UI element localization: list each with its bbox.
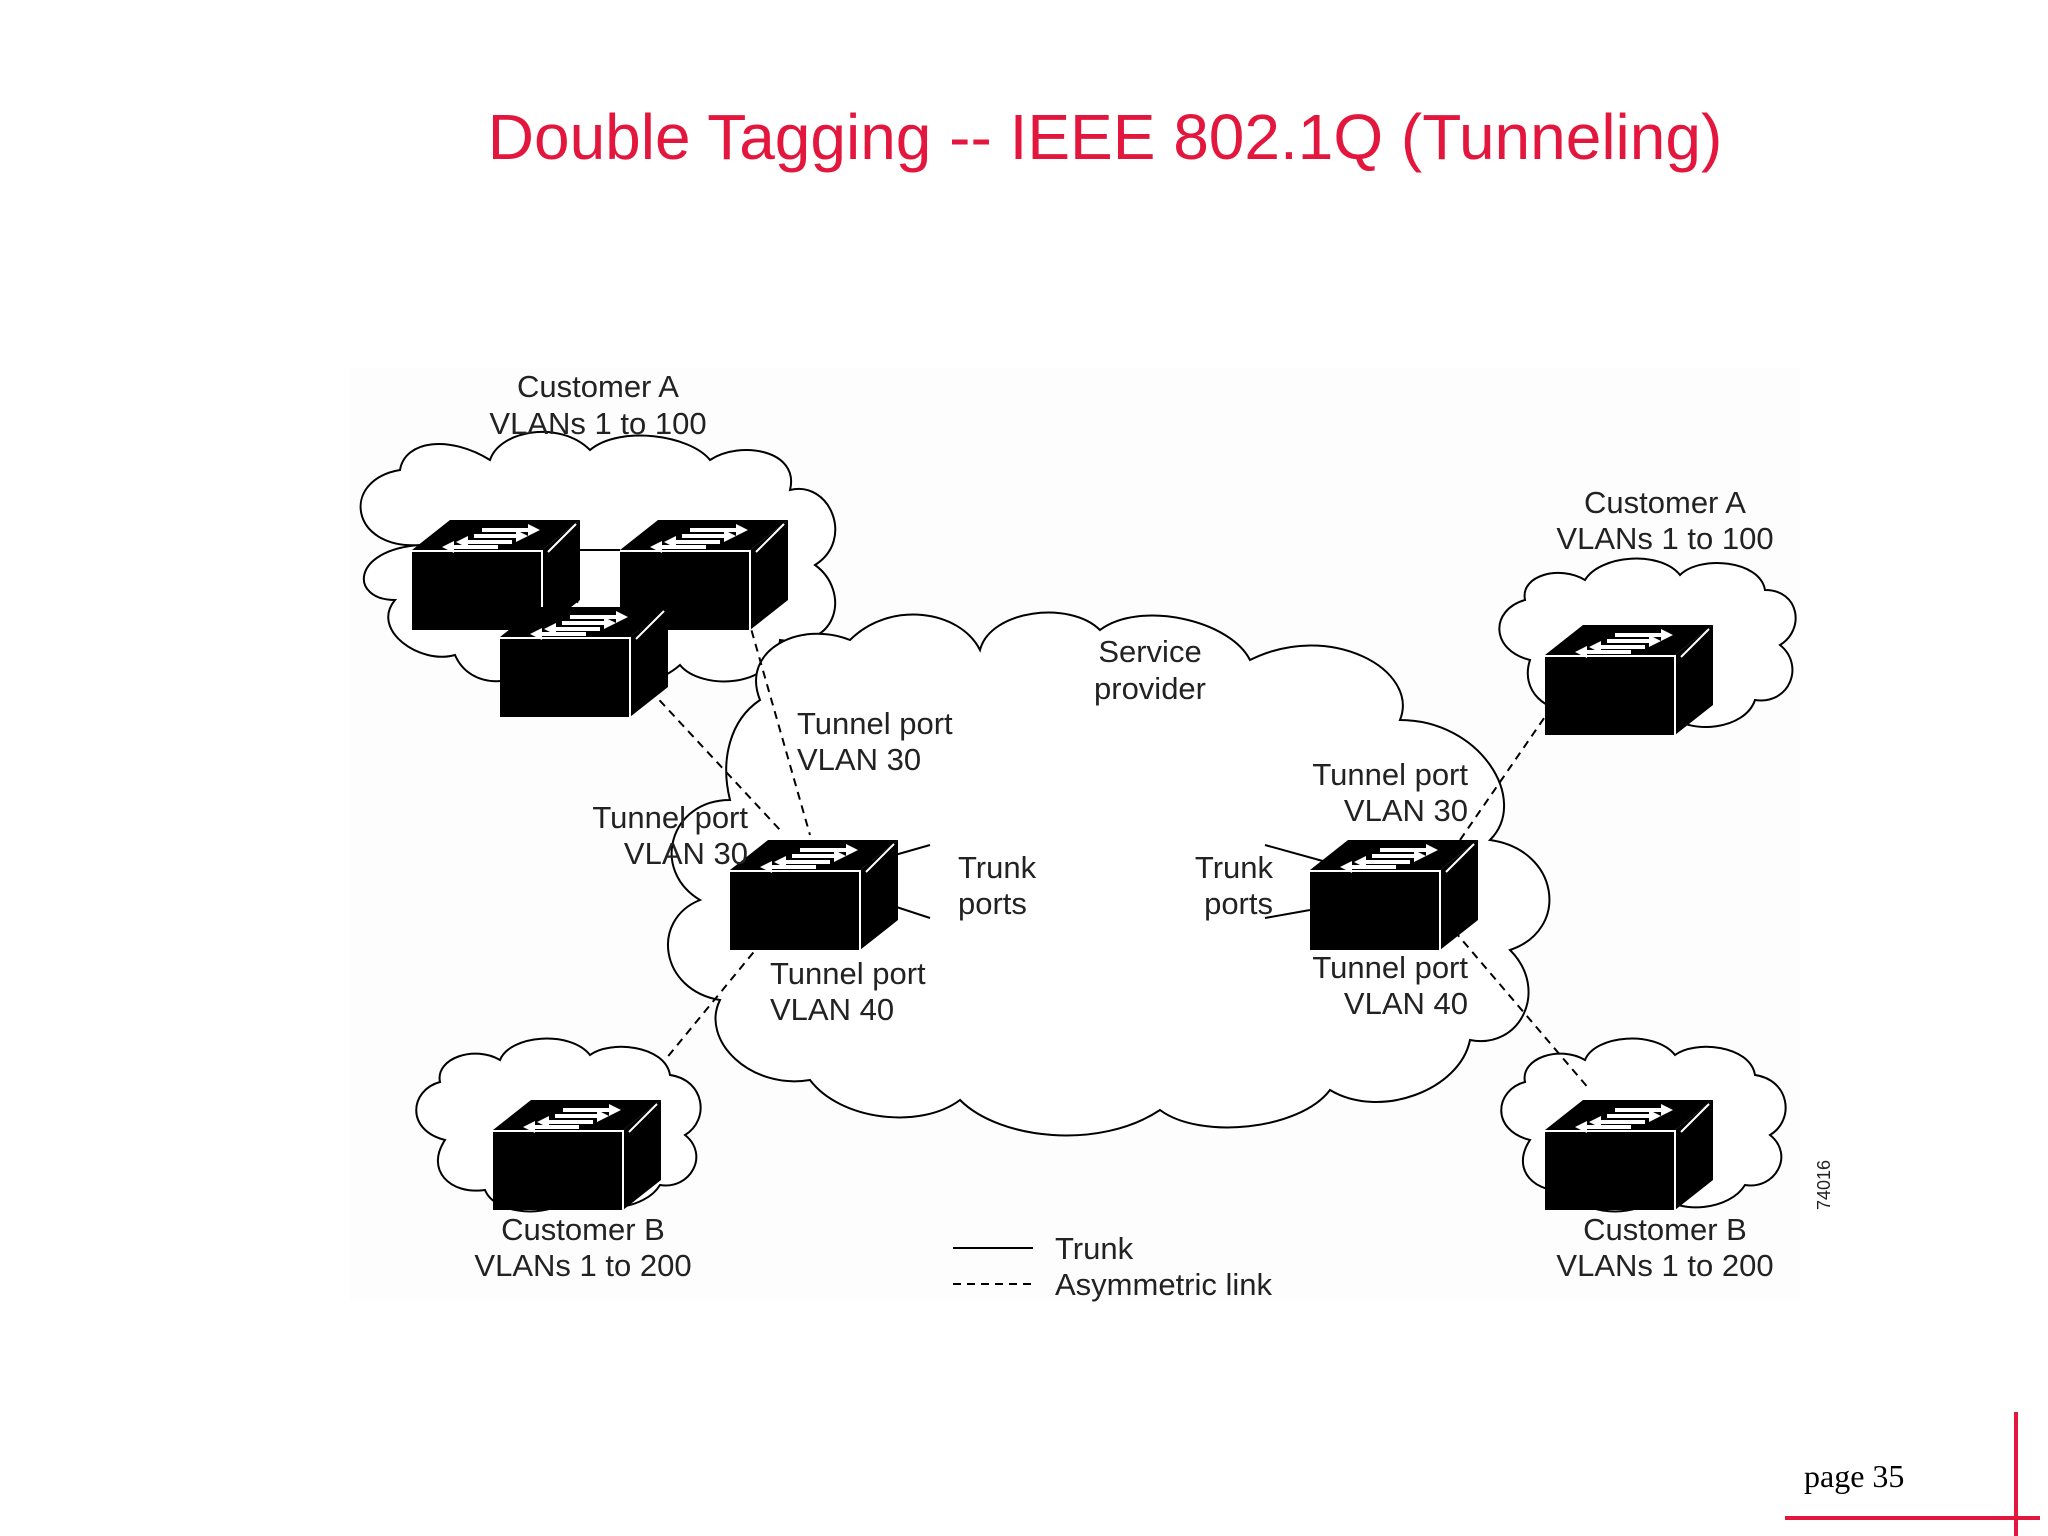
page-corner-mark bbox=[1785, 1412, 2040, 1536]
left-tunnel-left-label-2: VLAN 30 bbox=[624, 836, 748, 871]
customer-a-left-label-1: Customer A bbox=[517, 369, 679, 404]
page-number: page 35 bbox=[1804, 1458, 1905, 1494]
legend-asymmetric-label: Asymmetric link bbox=[1055, 1267, 1273, 1302]
customer-a-left-label-2: VLANs 1 to 100 bbox=[489, 406, 706, 441]
customer-a-right-label-2: VLANs 1 to 100 bbox=[1556, 521, 1773, 556]
service-provider-label-1: Service bbox=[1098, 634, 1201, 669]
customer-b-right-label-1: Customer B bbox=[1583, 1212, 1747, 1247]
customer-b-left-label-2: VLANs 1 to 200 bbox=[474, 1248, 691, 1283]
right-tunnel-bottom-label-1: Tunnel port bbox=[1312, 950, 1468, 985]
left-tunnel-left-label-1: Tunnel port bbox=[592, 800, 748, 835]
left-tunnel-bottom-label-2: VLAN 40 bbox=[770, 992, 894, 1027]
legend-trunk-label: Trunk bbox=[1055, 1231, 1134, 1266]
customer-b-right-switch bbox=[1543, 1098, 1715, 1212]
right-tunnel-top-label-2: VLAN 30 bbox=[1344, 793, 1468, 828]
customer-b-left-label-1: Customer B bbox=[501, 1212, 665, 1247]
left-trunk-label-1: Trunk bbox=[958, 850, 1037, 885]
customer-a-switch-3 bbox=[498, 605, 670, 719]
left-trunk-label-2: ports bbox=[958, 886, 1027, 921]
service-provider-cloud bbox=[666, 611, 1551, 1137]
customer-b-right-label-2: VLANs 1 to 200 bbox=[1556, 1248, 1773, 1283]
slide-title: Double Tagging -- IEEE 802.1Q (Tunneling… bbox=[487, 101, 1723, 173]
service-provider-label-2: provider bbox=[1094, 671, 1206, 706]
provider-edge-switch-right bbox=[1308, 838, 1480, 952]
left-tunnel-top-label-1: Tunnel port bbox=[797, 706, 953, 741]
right-tunnel-bottom-label-2: VLAN 40 bbox=[1344, 986, 1468, 1021]
right-tunnel-top-label-1: Tunnel port bbox=[1312, 757, 1468, 792]
right-trunk-label-2: ports bbox=[1204, 886, 1273, 921]
provider-edge-switch-left bbox=[728, 838, 900, 952]
customer-b-left-switch bbox=[491, 1098, 663, 1212]
customer-a-right-switch bbox=[1543, 623, 1715, 737]
left-tunnel-top-label-2: VLAN 30 bbox=[797, 742, 921, 777]
right-trunk-label-1: Trunk bbox=[1195, 850, 1274, 885]
left-tunnel-bottom-label-1: Tunnel port bbox=[770, 956, 926, 991]
customer-a-right-label-1: Customer A bbox=[1584, 485, 1746, 520]
figure-id: 74016 bbox=[1814, 1160, 1834, 1210]
legend: Trunk Asymmetric link bbox=[953, 1231, 1273, 1302]
